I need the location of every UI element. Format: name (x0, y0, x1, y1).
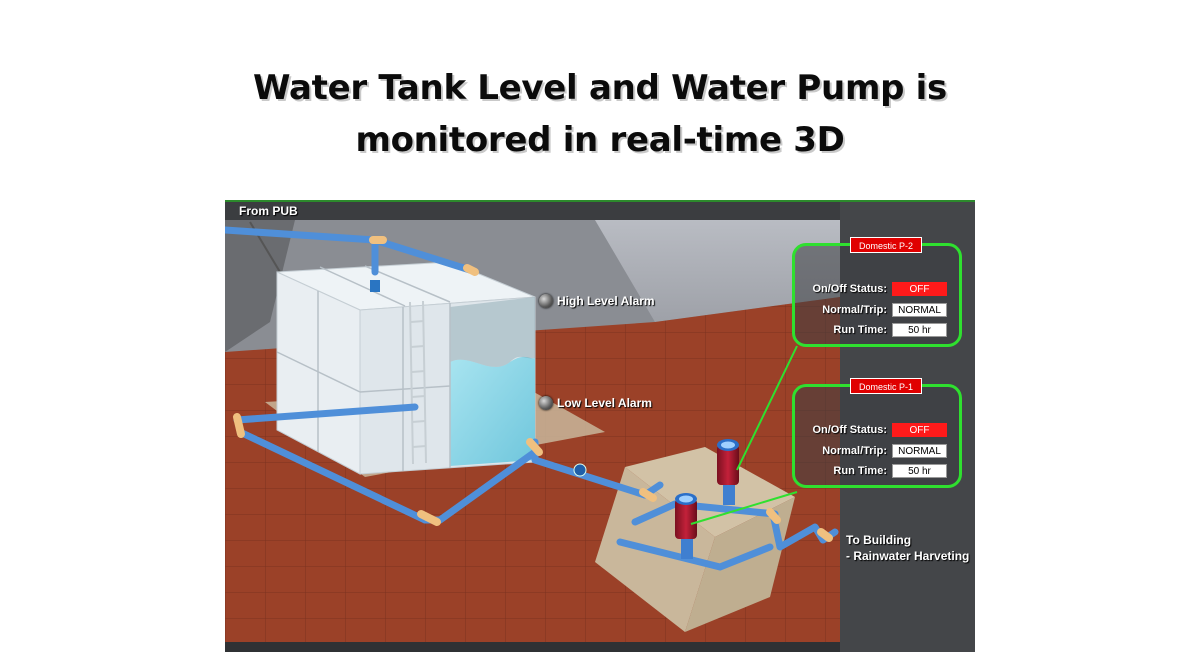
page-title-line-2: monitored in real-time 3D (355, 120, 845, 160)
outlet-label-line-2: - Rainwater Harveting (846, 549, 970, 563)
onoff-status-row: On/Off Status: OFF (795, 423, 955, 439)
run-time-row: Run Time: 50 hr (795, 323, 955, 339)
pump-p2 (717, 439, 739, 505)
low-level-alarm[interactable]: Low Level Alarm (539, 396, 652, 410)
high-level-alarm[interactable]: High Level Alarm (539, 294, 655, 308)
high-level-alarm-label: High Level Alarm (557, 294, 655, 308)
run-time-value: 50 hr (892, 464, 947, 478)
low-level-alarm-label: Low Level Alarm (557, 396, 652, 410)
normal-trip-value: NORMAL (892, 444, 947, 458)
pump-p1 (675, 493, 697, 559)
onoff-status-value: OFF (892, 282, 947, 296)
onoff-status-value: OFF (892, 423, 947, 437)
low-level-alarm-indicator-icon (539, 396, 553, 410)
run-time-label: Run Time: (833, 465, 887, 477)
scada-3d-view: From PUB High Level Alarm Low Level Alar… (225, 200, 975, 652)
high-level-alarm-indicator-icon (539, 294, 553, 308)
onoff-status-label: On/Off Status: (812, 283, 887, 295)
pump-panel-p2[interactable]: Domestic P-2 On/Off Status: OFF Normal/T… (792, 237, 962, 347)
onoff-status-label: On/Off Status: (812, 424, 887, 436)
normal-trip-value: NORMAL (892, 303, 947, 317)
run-time-row: Run Time: 50 hr (795, 464, 955, 480)
page-title-line-1: Water Tank Level and Water Pump is (253, 68, 947, 108)
normal-trip-label: Normal/Trip: (822, 445, 887, 457)
normal-trip-row: Normal/Trip: NORMAL (795, 444, 955, 460)
pump-panel-title: Domestic P-2 (850, 237, 922, 253)
run-time-label: Run Time: (833, 324, 887, 336)
run-time-value: 50 hr (892, 323, 947, 337)
outlet-label-line-1: To Building (846, 533, 912, 547)
water-tank (276, 261, 536, 475)
pump-panel-title: Domestic P-1 (850, 378, 922, 394)
pump-panel-p1[interactable]: Domestic P-1 On/Off Status: OFF Normal/T… (792, 378, 962, 488)
source-label: From PUB (239, 204, 298, 218)
normal-trip-row: Normal/Trip: NORMAL (795, 303, 955, 319)
onoff-status-row: On/Off Status: OFF (795, 282, 955, 298)
normal-trip-label: Normal/Trip: (822, 304, 887, 316)
